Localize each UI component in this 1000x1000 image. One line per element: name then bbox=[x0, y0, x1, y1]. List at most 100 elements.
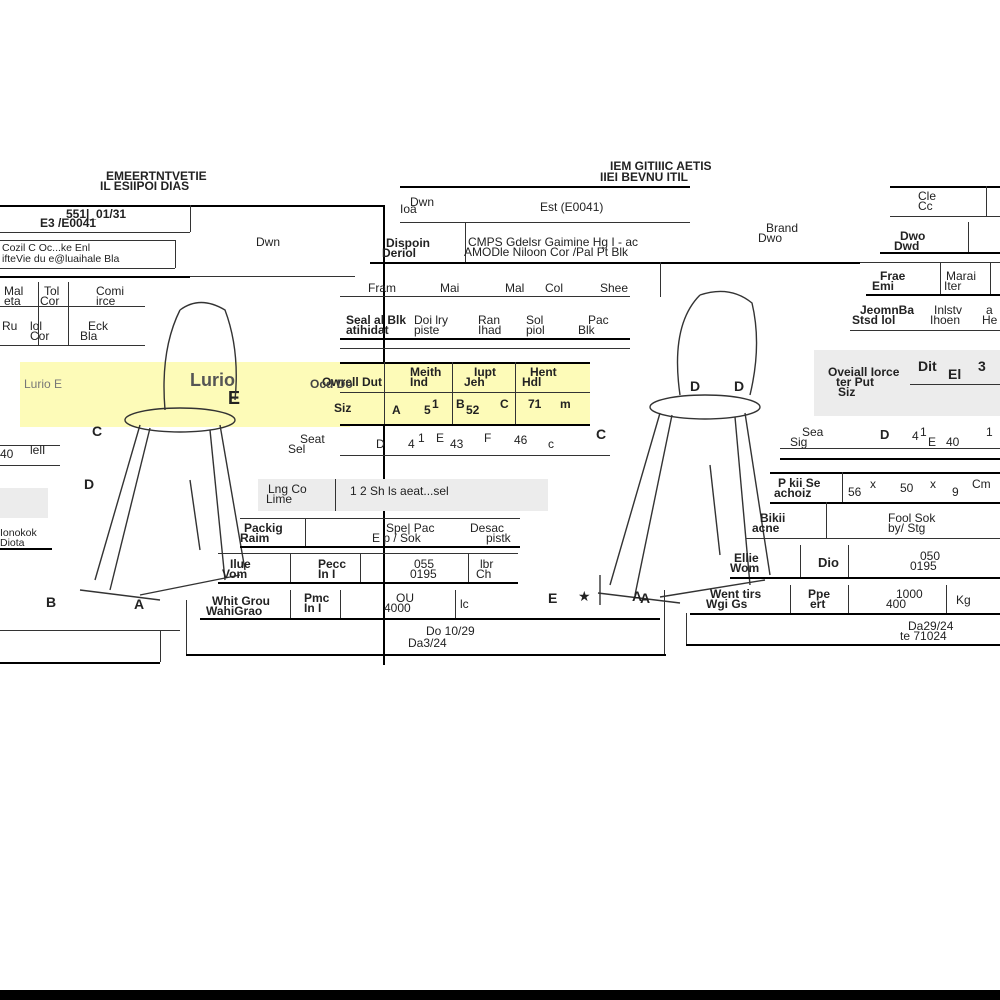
right-comp-value-4: He bbox=[982, 313, 998, 327]
center-mat-h1: Mai bbox=[440, 281, 460, 295]
right-volume-value-2: 0195 bbox=[910, 559, 937, 573]
left-view-B: B bbox=[46, 594, 57, 610]
right-comp-value: Inlstv bbox=[934, 303, 963, 317]
right-view-A: A bbox=[640, 590, 651, 606]
center-dim-h0: Owrell Dut bbox=[322, 375, 383, 389]
center-mat-r0b: atihidat bbox=[346, 323, 389, 337]
left-header-2: IL ESIIPOI DIAS bbox=[100, 179, 190, 193]
center-dim-highlight bbox=[300, 362, 590, 424]
right-pack-label-2: achoiz bbox=[774, 486, 812, 500]
center-date-2: Da3/24 bbox=[408, 636, 447, 650]
center-mat-r3b: piol bbox=[526, 323, 545, 337]
left-part-code: E3 /E0041 bbox=[40, 216, 97, 230]
center-weight-unit-label-2: In I bbox=[304, 601, 322, 615]
right-packing-value-2: by/ Stg bbox=[888, 521, 926, 535]
right-date-1: Da29/24 bbox=[908, 619, 954, 633]
left-part-no: 551|_01/31 bbox=[66, 207, 127, 221]
left-spec-label: Ionokok bbox=[0, 527, 37, 539]
left-email-line-2: ifteVie du e@luaihale Bla bbox=[2, 253, 120, 265]
right-pack-5: Cm bbox=[972, 477, 991, 491]
right-comp-label: JeomnBa bbox=[860, 303, 915, 317]
center-mat-r2b: Ihad bbox=[478, 323, 502, 337]
center-packing-value: 1 2 Sh ls aeat...sel bbox=[350, 484, 449, 498]
center-mat-r3: Sol bbox=[526, 313, 544, 327]
right-brand-label: Brand bbox=[766, 221, 799, 235]
center-seat-4: 4 bbox=[408, 437, 415, 451]
right-chair-drawing bbox=[597, 290, 771, 605]
star-mark: ★ bbox=[578, 588, 591, 604]
right-pack-1: x bbox=[870, 477, 876, 491]
left-gray-box bbox=[0, 488, 48, 518]
right-pack-2: 50 bbox=[900, 481, 914, 495]
right-volume-label: Ellie bbox=[734, 551, 759, 565]
right-pack-0: 56 bbox=[848, 485, 862, 499]
left-view-D: D bbox=[84, 476, 95, 492]
center-row1-label: Dwn bbox=[410, 195, 435, 209]
center-title-1: IEM GITIIIC AETIS bbox=[610, 159, 712, 173]
right-code-label-2: Cc bbox=[918, 199, 933, 213]
bottom-bar bbox=[0, 990, 1000, 1000]
center-volume-unit-2: Ch bbox=[476, 567, 492, 581]
center-seat-43: 43 bbox=[450, 437, 464, 451]
left-drawing-label: Dwn bbox=[256, 235, 281, 249]
right-seat-D: D bbox=[880, 427, 890, 442]
right-comp-value-2: Ihoen bbox=[930, 313, 961, 327]
center-date-1: Do 10/29 bbox=[426, 624, 475, 638]
left-mat-r2: Eck bbox=[88, 319, 109, 333]
center-dim-C: C bbox=[500, 397, 509, 411]
left-chair-drawing bbox=[79, 301, 246, 601]
left-email-line: Cozil C Oc...ke Enl bbox=[2, 242, 91, 254]
center-weight-label-2: WahiGrao bbox=[206, 604, 263, 618]
center-seat-label: Seat bbox=[300, 432, 325, 446]
center-weight-value-2: 4000 bbox=[384, 601, 411, 615]
right-volume-label-2: Wom bbox=[730, 561, 760, 575]
right-pack-4: 9 bbox=[952, 485, 959, 499]
right-mat-label-2: Iter bbox=[944, 279, 962, 293]
center-dim-unit: m bbox=[560, 397, 571, 411]
center-pack-type-right-2: pistk bbox=[486, 531, 511, 545]
right-seat-4: 4 bbox=[912, 429, 919, 443]
right-drawing-label-2: Dwd bbox=[894, 239, 920, 253]
right-seat-unit: 1 bbox=[986, 425, 993, 439]
right-overall-col-2: 3 bbox=[978, 358, 986, 374]
center-dim-h2b: Jeh bbox=[464, 375, 485, 389]
center-mat-r0: Seal al Blk bbox=[346, 313, 407, 327]
center-dim-h3: Hent bbox=[530, 365, 557, 379]
right-brand-label-2: Dwo bbox=[758, 231, 783, 245]
left-highlight-band bbox=[20, 362, 350, 427]
center-volume-unit-label: Pecc bbox=[318, 557, 347, 571]
center-volume-label-2: Vom bbox=[222, 567, 248, 581]
left-highlight-letter: E bbox=[228, 388, 241, 408]
right-overall-col-0: Dit bbox=[918, 358, 937, 374]
right-packing-value: Fool Sok bbox=[888, 511, 936, 525]
left-mat-h1: Tol bbox=[44, 284, 60, 298]
right-seat-label: Sea bbox=[802, 425, 824, 439]
center-dim-h1b: Ind bbox=[410, 375, 428, 389]
right-view-D: D bbox=[734, 378, 745, 394]
center-seat-F: F bbox=[484, 431, 492, 445]
center-desc-label-2: Deriol bbox=[382, 246, 417, 260]
right-overall-col-1: El bbox=[948, 366, 962, 382]
center-pack-type-value-2: E p / Sok bbox=[372, 531, 421, 545]
center-desc-label: Dispoin bbox=[386, 236, 430, 250]
center-pack-type-label-2: Raim bbox=[240, 531, 270, 545]
right-comp-label-2: Stsd lol bbox=[852, 313, 896, 327]
center-title-2: IIEI BEVNU ITIL bbox=[600, 170, 689, 184]
right-frame-label-2: Emi bbox=[872, 279, 895, 293]
right-weight-value-2: 400 bbox=[886, 597, 907, 611]
center-dim-1: 1 bbox=[432, 397, 439, 411]
center-weight-unit-label: Pmc bbox=[304, 591, 330, 605]
right-pack-3: x bbox=[930, 477, 936, 491]
right-overall-label: Oveiall Iorce bbox=[828, 365, 900, 379]
center-pack-type-right: Desac bbox=[470, 521, 505, 535]
left-highlight-text: Lurio bbox=[190, 370, 235, 390]
center-weight-value: OU bbox=[396, 591, 414, 605]
right-seat-label-2: Sig bbox=[790, 435, 808, 449]
left-side-value-1: lelI bbox=[30, 443, 46, 457]
center-desc-value-2: AMODle Niloon Cor /Pal Pt Blk bbox=[464, 245, 629, 259]
right-weight-label: Went tirs bbox=[710, 587, 762, 601]
center-volume-value: 055 bbox=[414, 557, 435, 571]
right-volume-value: 050 bbox=[920, 549, 941, 563]
center-dim-h1: Meith bbox=[410, 365, 442, 379]
right-drawing-label: Dwo bbox=[900, 229, 926, 243]
